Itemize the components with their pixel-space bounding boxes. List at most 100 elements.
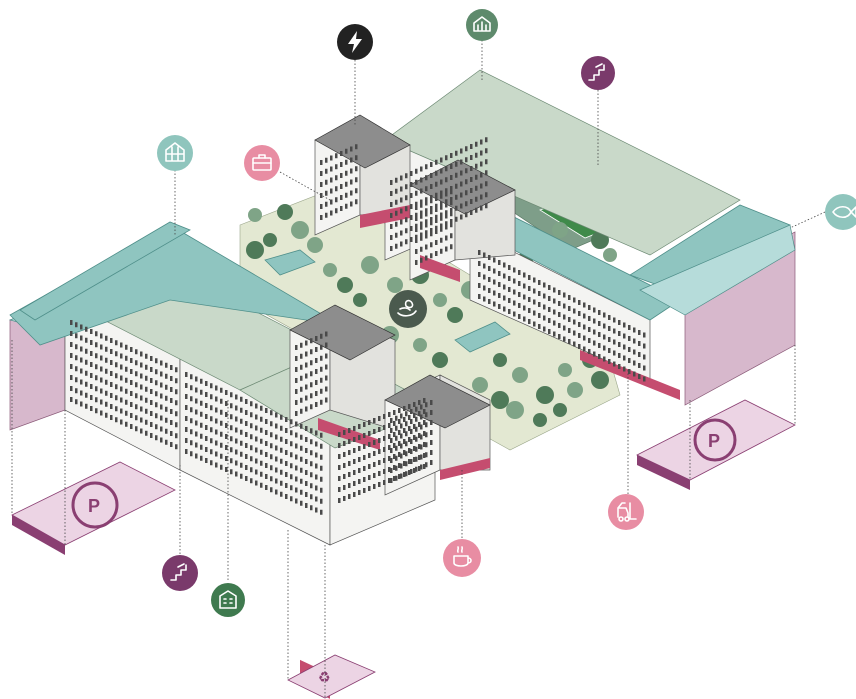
window xyxy=(425,200,428,206)
window xyxy=(110,382,113,387)
window xyxy=(538,280,541,285)
window xyxy=(235,449,238,455)
window xyxy=(305,481,308,486)
window xyxy=(420,177,423,183)
window xyxy=(340,151,343,156)
window xyxy=(368,431,371,436)
window xyxy=(388,478,391,483)
window xyxy=(300,456,303,462)
window xyxy=(320,443,323,449)
window xyxy=(110,349,113,354)
tree xyxy=(558,363,572,377)
window xyxy=(230,458,233,464)
window xyxy=(195,431,198,437)
window xyxy=(425,402,428,408)
tree xyxy=(491,391,509,409)
window xyxy=(405,411,408,417)
window xyxy=(105,368,108,374)
window xyxy=(430,460,433,465)
window xyxy=(373,418,376,423)
window xyxy=(295,498,298,504)
window xyxy=(145,408,148,414)
window xyxy=(395,465,398,471)
window xyxy=(388,434,391,439)
window xyxy=(100,366,103,372)
window xyxy=(460,170,463,176)
window xyxy=(85,381,88,387)
window xyxy=(390,213,393,218)
tree xyxy=(353,293,367,307)
window xyxy=(348,428,351,433)
window xyxy=(445,202,448,208)
energy-badge xyxy=(337,24,373,60)
window xyxy=(100,333,103,339)
window xyxy=(315,485,318,491)
window xyxy=(608,326,611,331)
window xyxy=(400,219,403,225)
window xyxy=(430,253,433,259)
window xyxy=(80,346,83,352)
tree xyxy=(413,338,427,352)
window xyxy=(245,399,248,404)
window xyxy=(548,318,551,323)
tree xyxy=(533,413,547,427)
window xyxy=(410,439,413,444)
window xyxy=(130,413,133,418)
window xyxy=(588,338,591,343)
window xyxy=(315,430,318,436)
window xyxy=(415,212,418,218)
window xyxy=(415,168,418,174)
window xyxy=(618,364,621,369)
window xyxy=(190,396,193,402)
window xyxy=(420,221,423,227)
tree xyxy=(246,241,264,259)
window xyxy=(415,234,418,240)
window xyxy=(165,406,168,412)
window xyxy=(165,417,168,423)
window xyxy=(100,388,103,394)
tree xyxy=(387,277,403,293)
window xyxy=(200,422,203,428)
window xyxy=(395,210,398,216)
window xyxy=(425,208,428,214)
window xyxy=(420,213,423,219)
window xyxy=(420,210,423,216)
window xyxy=(225,423,228,428)
window xyxy=(405,471,408,477)
window xyxy=(310,404,313,410)
parking-p-icon: P xyxy=(88,496,100,516)
window xyxy=(120,397,123,403)
window xyxy=(355,166,358,172)
window xyxy=(588,327,591,332)
window xyxy=(185,372,188,377)
window xyxy=(395,435,398,441)
window xyxy=(368,453,371,458)
window xyxy=(165,373,168,379)
window xyxy=(295,476,298,482)
window xyxy=(338,465,341,470)
window xyxy=(150,411,153,416)
window xyxy=(205,392,208,397)
window xyxy=(423,420,426,425)
window xyxy=(260,427,263,433)
window xyxy=(160,404,163,410)
community-garden-badge xyxy=(389,290,427,328)
window xyxy=(343,430,346,435)
window xyxy=(388,467,391,472)
window xyxy=(353,470,356,475)
window xyxy=(125,377,128,383)
window xyxy=(533,321,536,327)
window xyxy=(125,366,128,372)
window xyxy=(460,181,463,187)
window xyxy=(255,480,258,486)
window xyxy=(345,159,348,165)
window xyxy=(95,375,98,381)
window xyxy=(423,409,426,414)
window xyxy=(340,195,343,200)
window xyxy=(250,401,253,407)
window xyxy=(373,484,376,489)
window xyxy=(420,235,423,241)
window xyxy=(508,276,511,281)
window xyxy=(393,410,396,415)
